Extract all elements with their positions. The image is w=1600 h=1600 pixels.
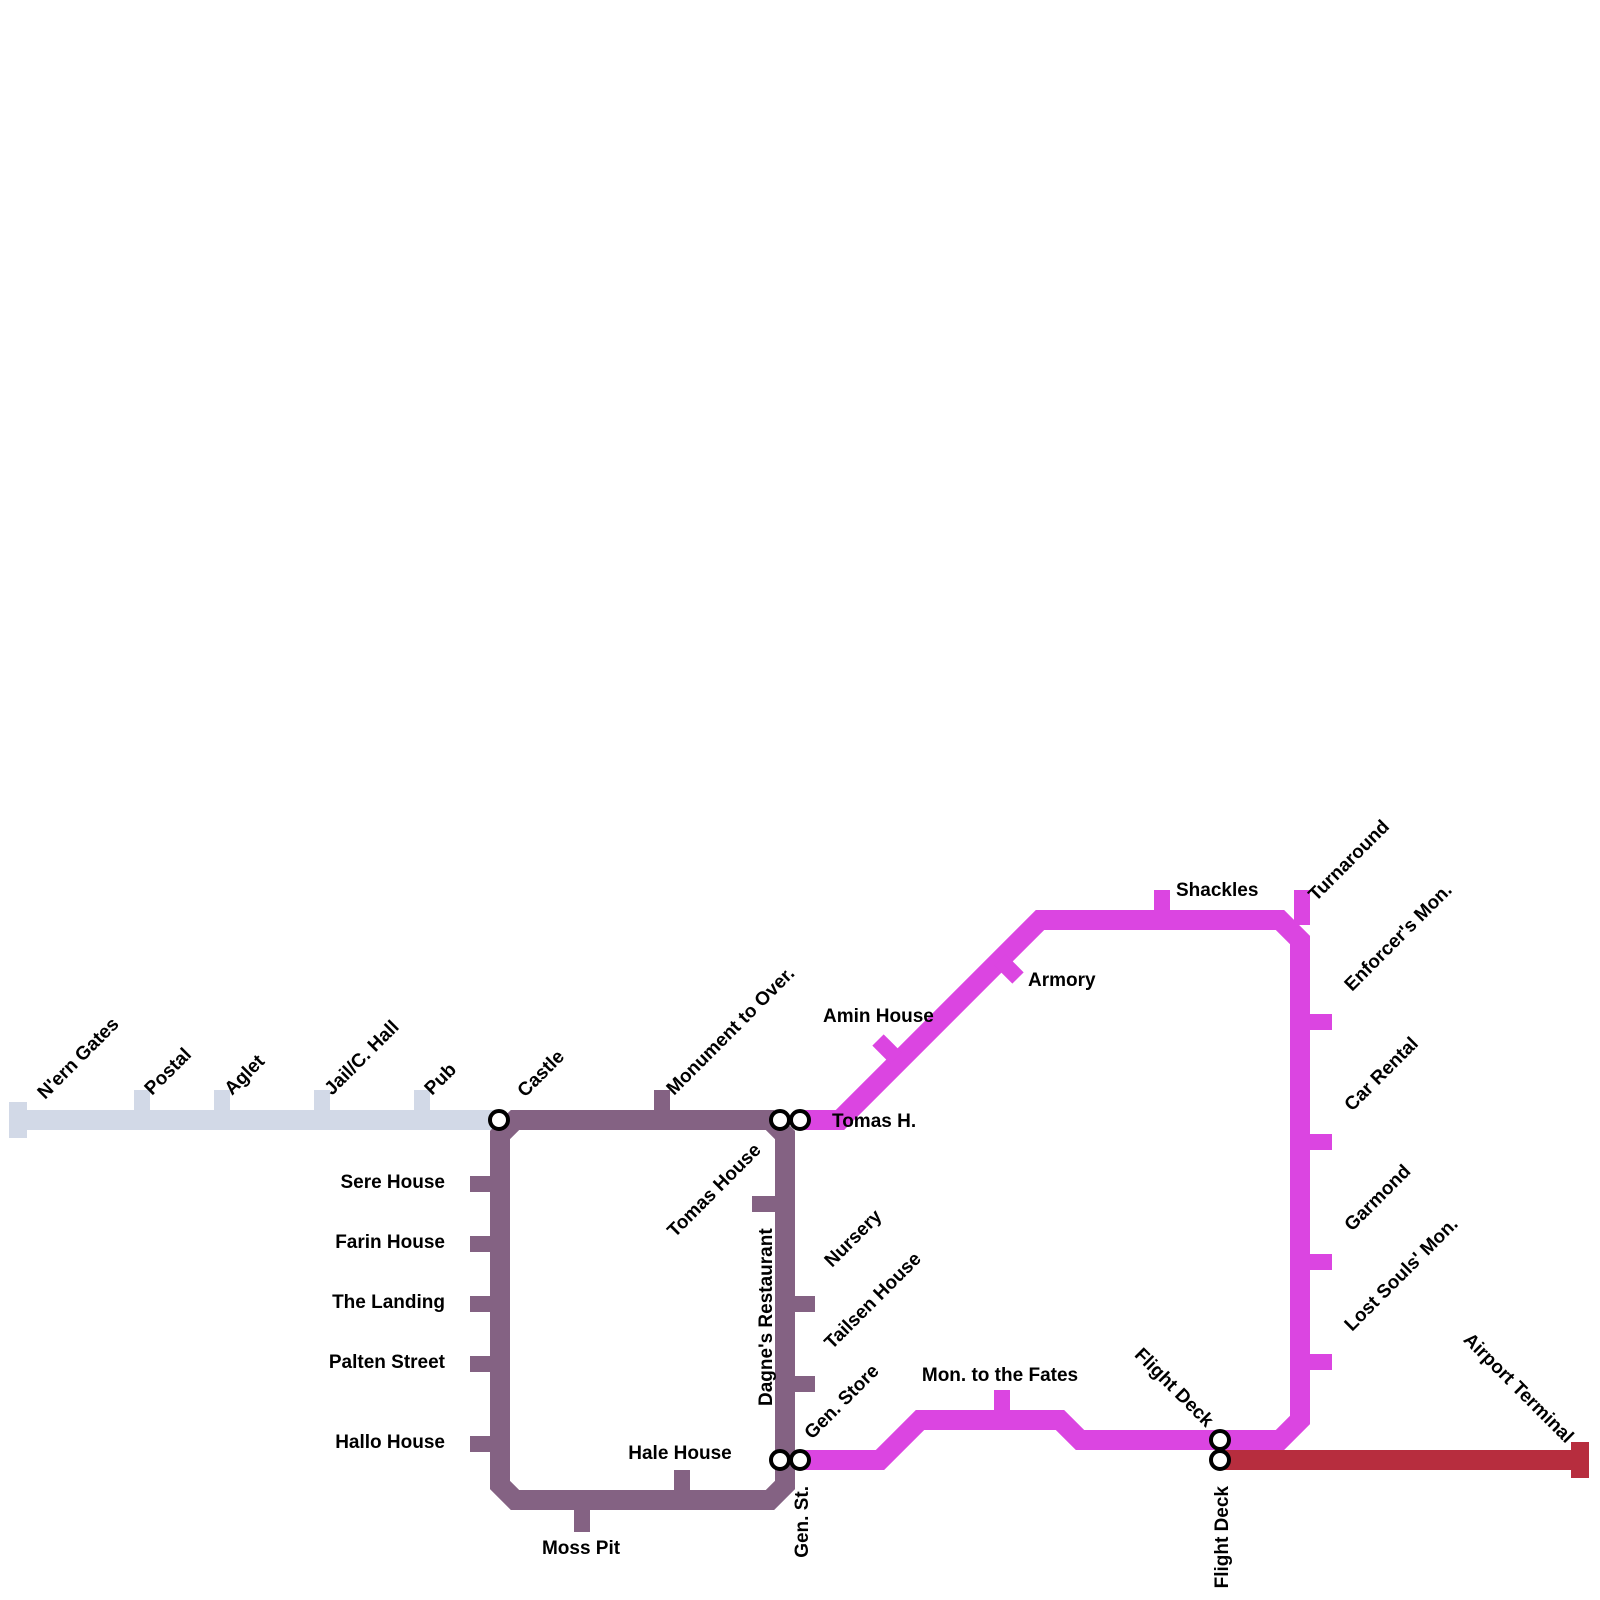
label-amin-house: Amin House [823,1006,934,1027]
interchange-gen-st-left [769,1449,791,1471]
label-moss-pit: Moss Pit [542,1538,621,1559]
label-monument-to-over: Monument to Over. [663,963,800,1100]
label-flight-deck-upper: Flight Deck [1130,1344,1218,1432]
interchanges [488,1109,1231,1471]
label-armory: Armory [1028,970,1096,991]
label-gen-store: Gen. Store [801,1361,884,1444]
interchange-gen-st-right [789,1449,811,1471]
label-tomas-house: Tomas House [664,1140,766,1242]
label-nursery: Nursery [821,1206,887,1272]
label-sere-house: Sere House [340,1172,445,1193]
label-mon-to-the-fates: Mon. to the Fates [922,1365,1078,1386]
interchange-castle [488,1109,510,1131]
label-turnaround: Turnaround [1305,816,1394,905]
label-castle: Castle [514,1046,569,1101]
label-flight-deck-lower: Flight Deck [1212,1486,1233,1589]
interchange-flight-deck-upper [1209,1429,1231,1451]
station-tick-amin-house [872,1034,902,1064]
magenta-line [800,890,1332,1470]
label-tomas-h: Tomas H. [832,1111,916,1132]
label-aglet: Aglet [221,1051,270,1100]
grey-line [9,1090,495,1138]
label-garmond: Garmond [1341,1161,1416,1236]
interchange-tomas-h-left [769,1109,791,1131]
label-hallo-house: Hallo House [335,1432,445,1453]
label-hale-house: Hale House [628,1443,731,1464]
label-nern-gates: N'ern Gates [34,1014,124,1104]
label-jail-c-hall: Jail/C. Hall [321,1017,404,1100]
label-dagnes-restaurant: Dagne's Restaurant [756,1228,777,1406]
label-shackles: Shackles [1176,880,1258,901]
station-labels: N'ern Gates Postal Aglet Jail/C. Hall Pu… [34,816,1578,1588]
label-palten-street: Palten Street [329,1352,446,1373]
label-airport-terminal: Airport Terminal [1459,1329,1577,1447]
magenta-line-track [800,910,1310,1470]
red-line [1220,1442,1589,1478]
interchange-flight-deck-lower [1209,1449,1231,1471]
label-postal: Postal [141,1044,196,1099]
label-enforcers-mon: Enforcer's Mon. [1341,880,1457,996]
label-gen-st-lower: Gen. St. [792,1486,813,1558]
label-farin-house: Farin House [335,1232,445,1253]
label-the-landing: The Landing [332,1292,445,1313]
interchange-tomas-h-right [789,1109,811,1131]
label-car-rental: Car Rental [1341,1033,1423,1115]
station-tick-armory [994,954,1024,984]
